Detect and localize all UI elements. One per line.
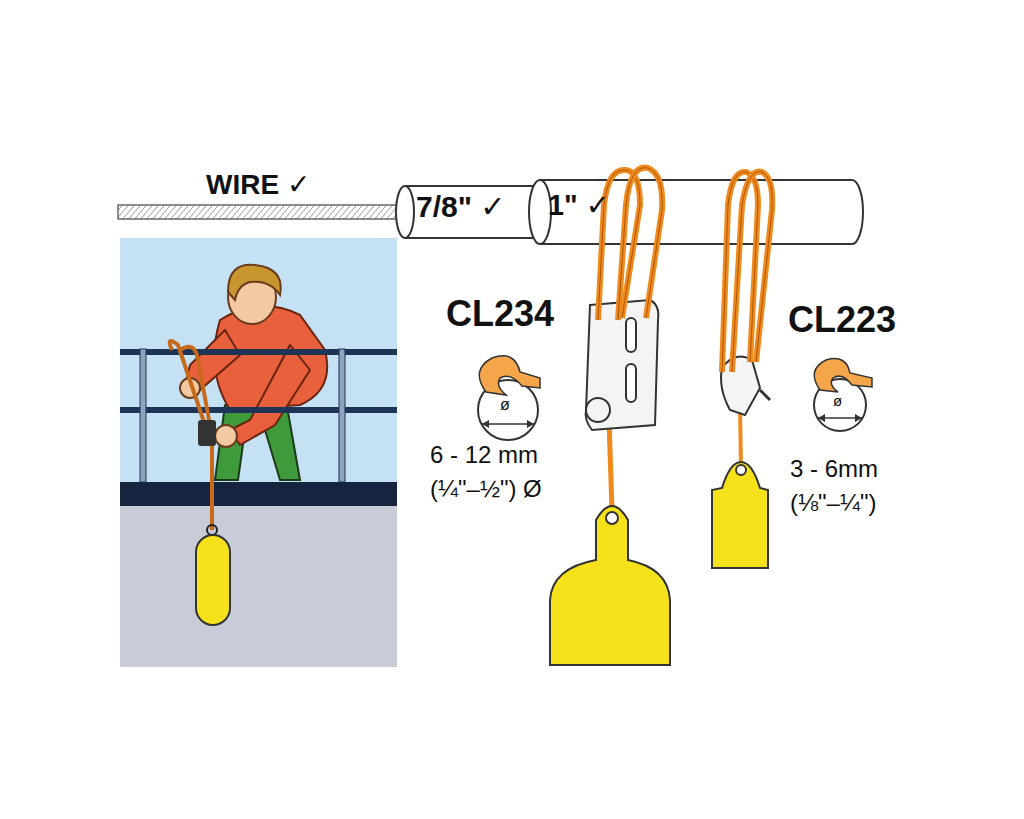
tube-section: 1" ✓ <box>528 178 862 246</box>
diameter-icon <box>814 359 872 431</box>
cl234-assembly <box>550 300 670 665</box>
wire <box>118 205 408 219</box>
model-name: CL234 <box>446 294 554 334</box>
rope-range: 6 - 12 mm <box>430 442 538 468</box>
diameter-symbol: ø <box>833 393 842 410</box>
diameter-icon <box>478 356 540 440</box>
tube-size-label: 7/8" ✓ <box>416 190 505 223</box>
tube-section: 7/8" ✓ <box>396 184 546 240</box>
model-name: CL223 <box>788 300 896 340</box>
scene-panel <box>120 238 397 667</box>
rope-range-inch: (¼"–½") Ø <box>430 476 542 502</box>
cl223-assembly <box>712 356 770 568</box>
rope-range: 3 - 6mm <box>790 456 878 482</box>
rope-range-inch: (⅛"–¼") <box>790 490 876 516</box>
diameter-symbol: ø <box>500 396 510 414</box>
tube-size-label: 1" ✓ <box>548 190 610 222</box>
wire-label: WIRE ✓ <box>206 170 310 201</box>
